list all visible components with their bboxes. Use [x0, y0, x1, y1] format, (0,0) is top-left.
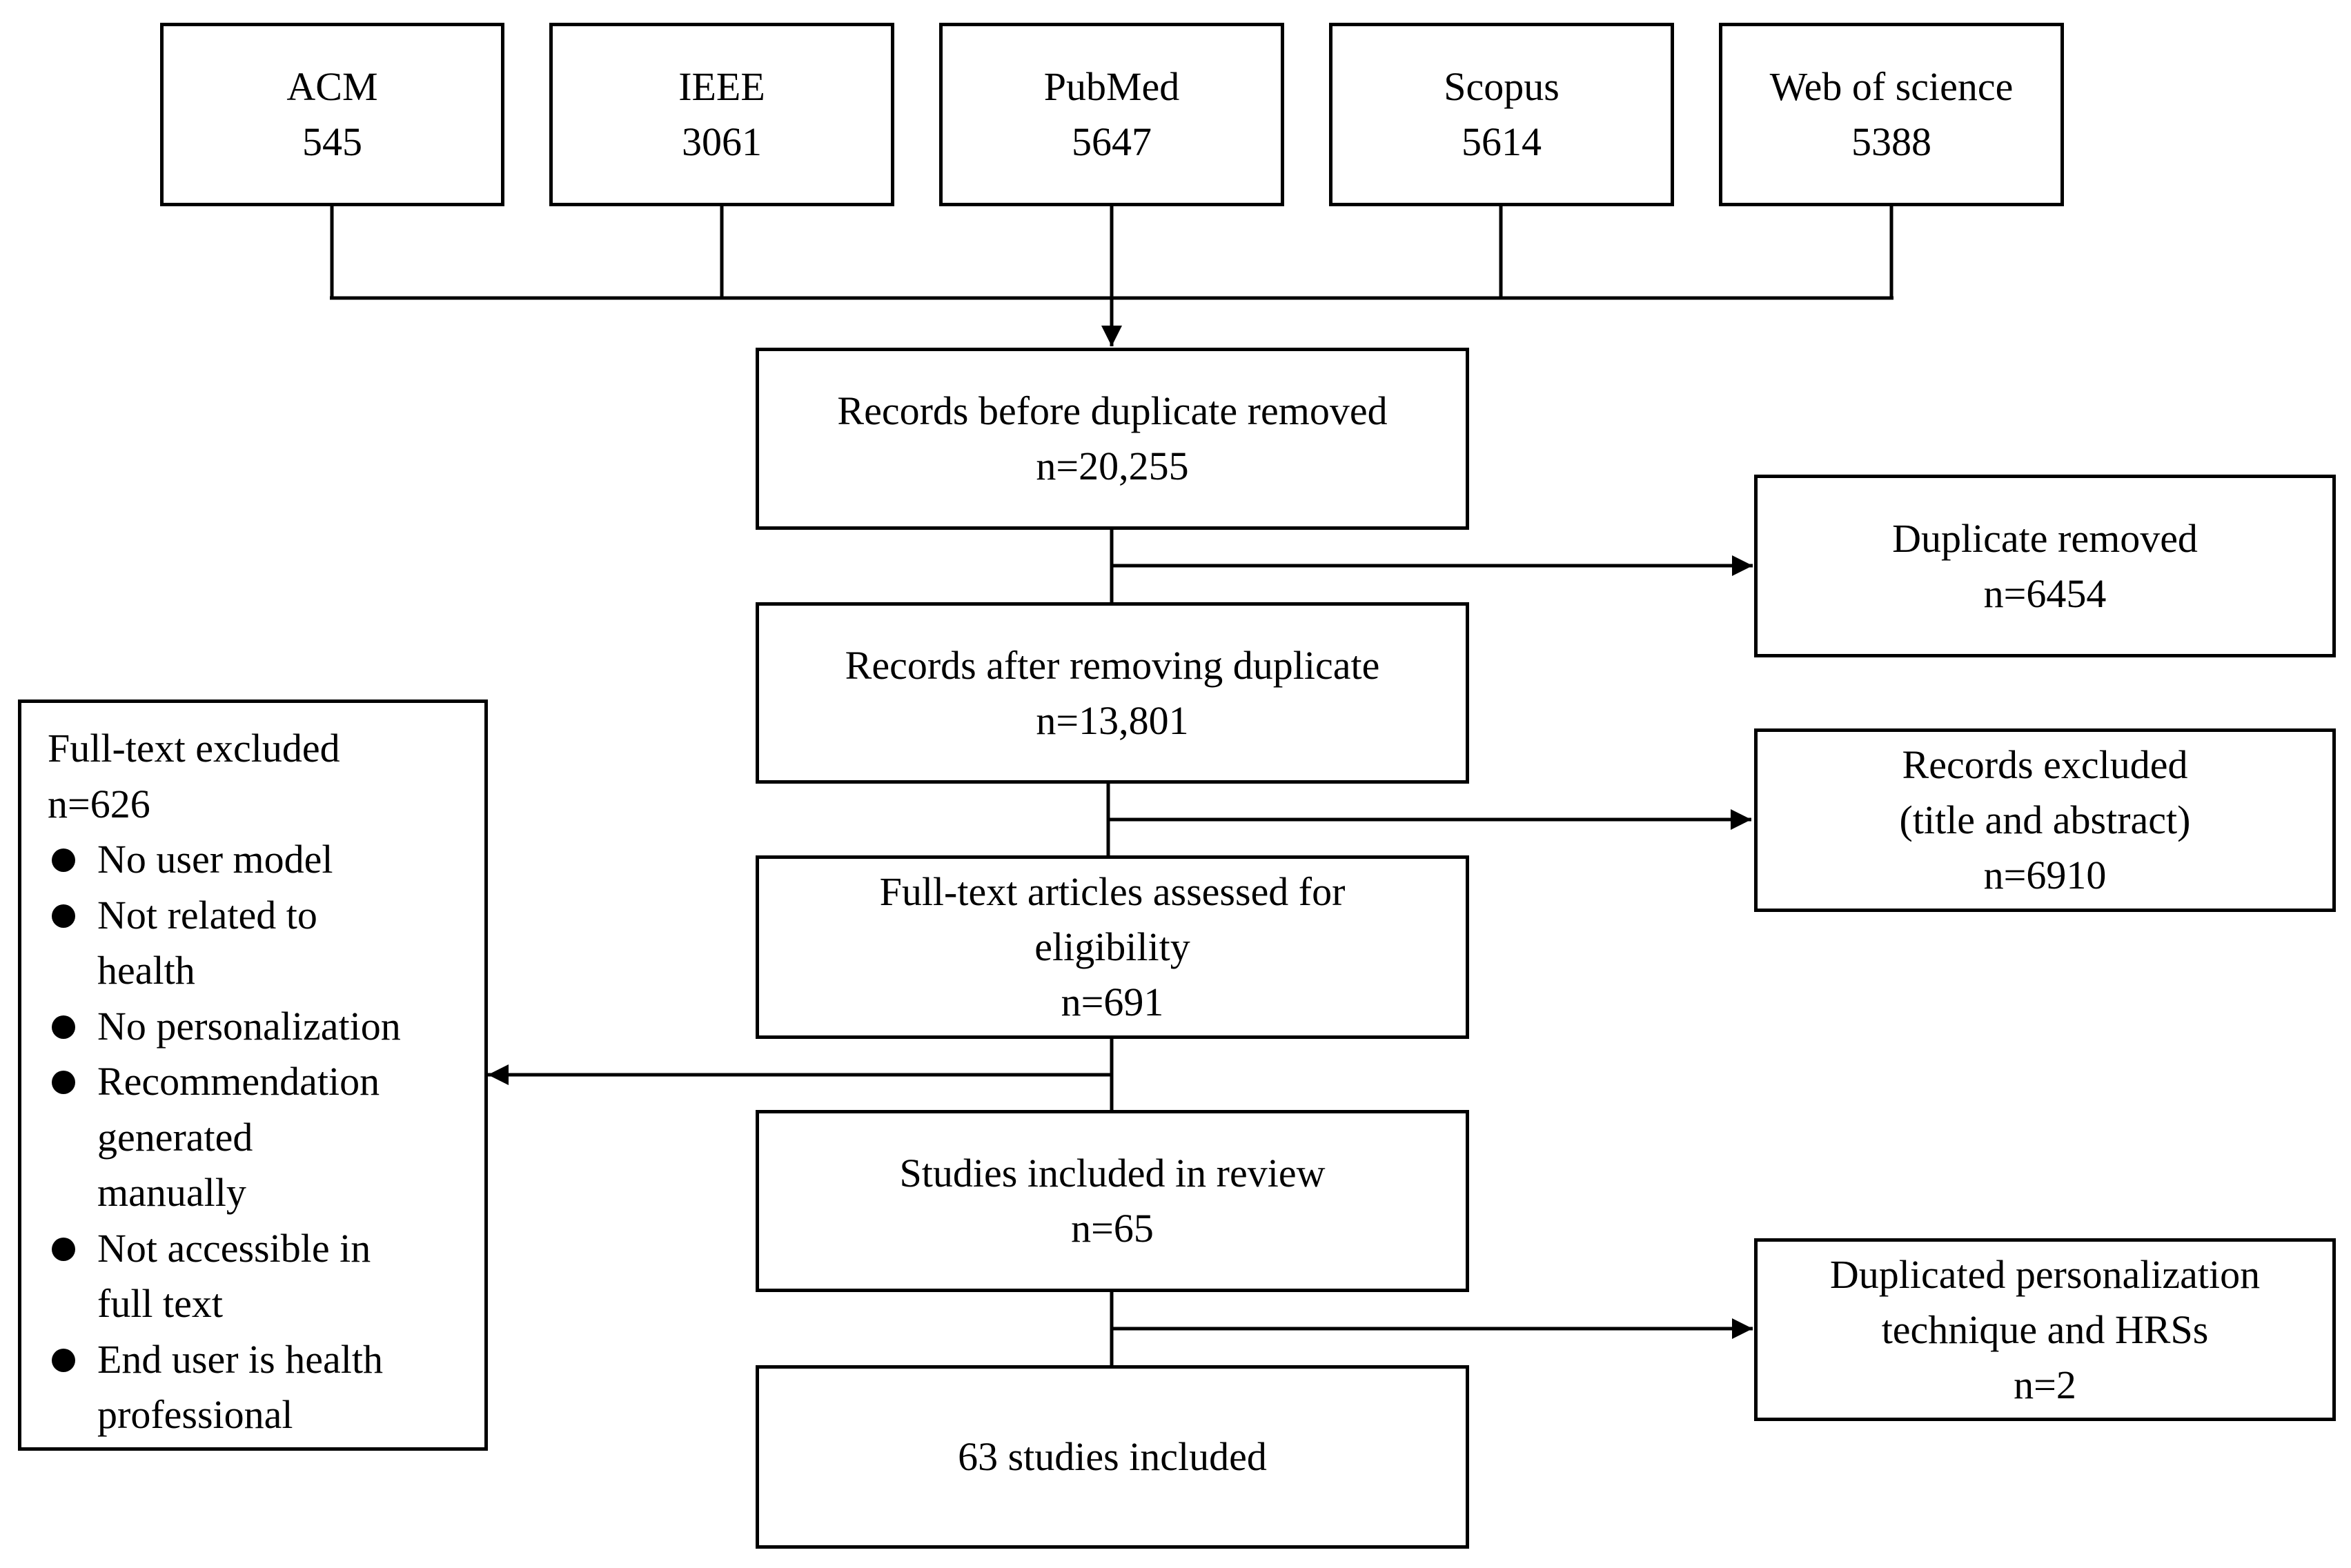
- full-text-excluded-box: Full-text excluded n=626 No user model N…: [18, 699, 488, 1451]
- box-label: Records after removing duplicate: [845, 642, 1380, 688]
- box-label-line-1: Duplicated personalization: [1829, 1251, 2261, 1297]
- exclusion-reason: No user model: [48, 832, 484, 888]
- source-count: 3061: [682, 119, 762, 164]
- box-label-line-1: Records excluded: [1902, 742, 2188, 787]
- source-name: IEEE: [678, 64, 765, 109]
- source-name: ACM: [286, 64, 378, 109]
- exclusion-reason: Not accessible in full text: [48, 1221, 484, 1332]
- box-label-line-2: (title and abstract): [1899, 797, 2191, 842]
- source-count: 5647: [1072, 119, 1152, 164]
- exclusion-count: n=626: [48, 781, 150, 826]
- source-box-pubmed: PubMed 5647: [939, 23, 1284, 206]
- box-count: n=2: [2014, 1362, 2076, 1407]
- box-label: Studies included in review: [899, 1151, 1326, 1195]
- box-count: n=6454: [1983, 570, 2107, 616]
- box-label: Records before duplicate removed: [837, 388, 1388, 433]
- source-count: 5614: [1462, 119, 1542, 164]
- source-box-scopus: Scopus 5614: [1329, 23, 1674, 206]
- bullet-icon: [52, 904, 75, 928]
- bullet-icon: [52, 1071, 75, 1094]
- source-name: PubMed: [1043, 64, 1180, 109]
- bullet-icon: [52, 1015, 75, 1039]
- studies-in-review-box: Studies included in review n=65: [756, 1110, 1469, 1292]
- box-count: n=691: [1061, 980, 1164, 1024]
- exclusion-reason: No personalization: [48, 999, 484, 1055]
- box-count: n=20,255: [1036, 444, 1189, 488]
- exclusion-title: Full-text excluded: [48, 726, 340, 771]
- exclusion-reason-text: End user is health professional: [97, 1336, 383, 1438]
- exclusion-reason-text: No personalization: [97, 1003, 401, 1049]
- box-label: Duplicate removed: [1892, 515, 2198, 561]
- source-box-acm: ACM 545: [160, 23, 504, 206]
- duplicates-removed-box: Duplicate removed n=6454: [1754, 475, 2336, 657]
- box-label-line-2: eligibility: [1034, 924, 1190, 969]
- source-count: 545: [302, 119, 362, 164]
- source-count: 5388: [1851, 119, 1931, 164]
- records-before-duplicates-box: Records before duplicate removed n=20,25…: [756, 348, 1469, 530]
- box-count: n=65: [1071, 1206, 1154, 1251]
- source-name: Web of science: [1769, 64, 2014, 109]
- exclusion-reason: Recommendation generated manually: [48, 1054, 484, 1221]
- full-text-assessed-box: Full-text articles assessed for eligibil…: [756, 855, 1469, 1039]
- exclusion-reason-list: No user model Not related to health No p…: [48, 832, 484, 1443]
- exclusion-reason-text: Not related to health: [97, 892, 317, 993]
- bullet-icon: [52, 1237, 75, 1261]
- box-label-line-1: Full-text articles assessed for: [879, 869, 1346, 914]
- records-after-duplicates-box: Records after removing duplicate n=13,80…: [756, 602, 1469, 784]
- records-excluded-box: Records excluded (title and abstract) n=…: [1754, 728, 2336, 912]
- exclusion-reason: End user is health professional: [48, 1332, 484, 1443]
- bullet-icon: [52, 1348, 75, 1372]
- source-box-web-of-science: Web of science 5388: [1719, 23, 2064, 206]
- box-count: n=13,801: [1036, 697, 1189, 743]
- source-name: Scopus: [1444, 64, 1560, 109]
- duplicated-technique-box: Duplicated personalization technique and…: [1754, 1238, 2336, 1421]
- box-count: n=6910: [1983, 853, 2107, 897]
- box-label: 63 studies included: [958, 1434, 1267, 1479]
- bullet-icon: [52, 848, 75, 872]
- exclusion-reason-text: Not accessible in full text: [97, 1225, 371, 1327]
- exclusion-reason-text: Recommendation generated manually: [97, 1059, 380, 1215]
- exclusion-reason-text: No user model: [97, 837, 333, 882]
- final-included-box: 63 studies included: [756, 1365, 1469, 1549]
- box-label-line-2: technique and HRSs: [1881, 1307, 2209, 1352]
- exclusion-reason: Not related to health: [48, 888, 484, 999]
- source-box-ieee: IEEE 3061: [549, 23, 894, 206]
